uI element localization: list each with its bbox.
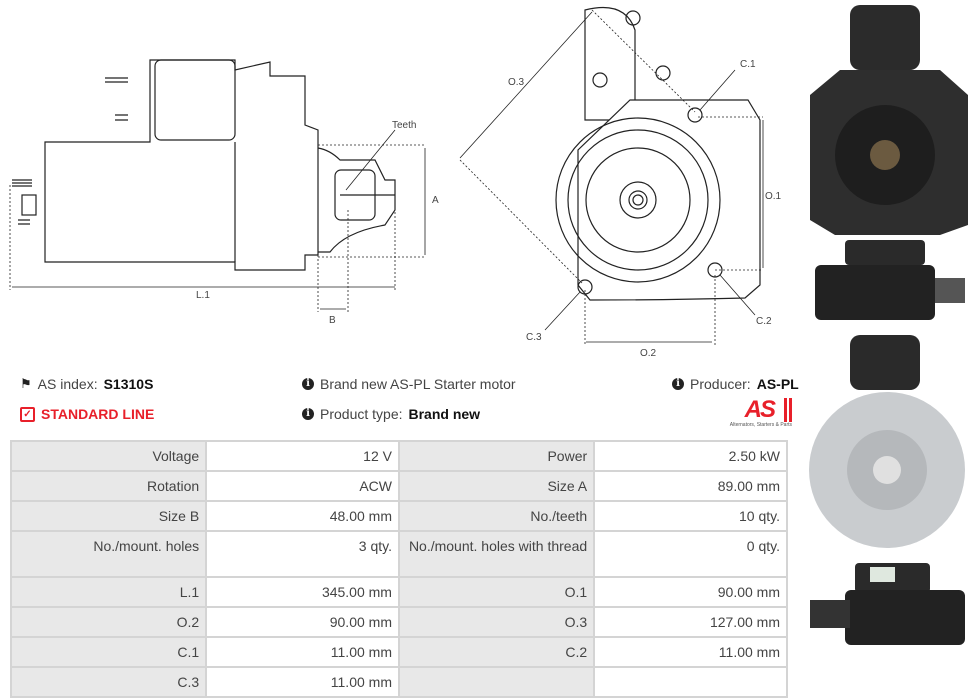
spec-value: 12 V [207, 442, 398, 470]
spec-label: Size A [399, 472, 594, 500]
info-icon: i [672, 378, 684, 390]
spec-value: 90.00 mm [207, 608, 398, 636]
description-text: Brand new AS-PL Starter motor [320, 376, 516, 392]
spec-value [595, 668, 786, 696]
standard-line-label: STANDARD LINE [41, 406, 155, 422]
producer: i Producer: AS-PL [672, 376, 799, 392]
spec-value: 48.00 mm [207, 502, 398, 530]
teeth-label: Teeth [392, 120, 416, 131]
spec-value: 127.00 mm [595, 608, 786, 636]
spec-label: No./mount. holes with thread [399, 532, 594, 576]
logo-mark: AS [745, 398, 792, 422]
spec-value: 89.00 mm [595, 472, 786, 500]
info-icon: i [302, 378, 314, 390]
spec-value: 11.00 mm [207, 668, 398, 696]
c1-label: C.1 [740, 59, 756, 70]
front-view-drawing: O.3 C.1 O.1 C.2 C.3 O.2 [459, 6, 782, 359]
spec-label: O.3 [399, 608, 594, 636]
spec-value: 345.00 mm [207, 578, 398, 606]
spec-label: Power [399, 442, 594, 470]
o1-label: O.1 [765, 191, 782, 202]
producer-value: AS-PL [756, 376, 799, 392]
spec-label [399, 668, 594, 696]
photo-front [810, 5, 968, 235]
l1-label: L.1 [196, 290, 210, 301]
spec-value: ACW [207, 472, 398, 500]
tags-icon: ⚑ [20, 376, 32, 391]
product-type-value: Brand new [408, 406, 481, 422]
spec-label: Rotation [12, 472, 206, 500]
product-type: i Product type: Brand new [302, 406, 480, 422]
producer-label: Producer: [690, 376, 751, 392]
o3-label: O.3 [508, 77, 525, 88]
size-b-label: B [329, 315, 336, 326]
spec-label: O.2 [12, 608, 206, 636]
info-icon: i [302, 408, 314, 420]
spec-value: 3 qty. [207, 532, 398, 576]
spec-label: No./teeth [399, 502, 594, 530]
standard-line-badge: ✓ STANDARD LINE [20, 406, 154, 422]
product-type-label: Product type: [320, 406, 403, 422]
spec-label: C.2 [399, 638, 594, 666]
spec-label: Voltage [12, 442, 206, 470]
spec-value: 10 qty. [595, 502, 786, 530]
spec-value: 0 qty. [595, 532, 786, 576]
checkbox-icon: ✓ [20, 406, 35, 422]
o2-label: O.2 [640, 348, 657, 359]
photo-rear [809, 335, 965, 548]
as-index-label: AS index: [37, 376, 98, 392]
as-pl-logo: AS Alternators, Starters & Parts [700, 398, 792, 428]
size-a-label: A [432, 195, 439, 206]
spec-value: 2.50 kW [595, 442, 786, 470]
spec-label: C.1 [12, 638, 206, 666]
as-index-value: S1310S [103, 376, 154, 392]
side-view-drawing: Teeth A B L.1 [9, 59, 439, 326]
photo-side-2 [810, 563, 965, 645]
product-photos [809, 5, 968, 645]
as-index: ⚑ AS index: S1310S [20, 376, 153, 392]
spec-label: Size B [12, 502, 206, 530]
logo-tagline: Alternators, Starters & Parts [729, 422, 792, 428]
spec-value: 90.00 mm [595, 578, 786, 606]
spec-value: 11.00 mm [595, 638, 786, 666]
c2-label: C.2 [756, 316, 772, 327]
photo-side-1 [815, 240, 965, 320]
spec-value: 11.00 mm [207, 638, 398, 666]
spec-label: O.1 [399, 578, 594, 606]
c3-label: C.3 [526, 332, 542, 343]
description: i Brand new AS-PL Starter motor [302, 376, 516, 392]
spec-label: No./mount. holes [12, 532, 206, 576]
spec-label: L.1 [12, 578, 206, 606]
spec-label: C.3 [12, 668, 206, 696]
